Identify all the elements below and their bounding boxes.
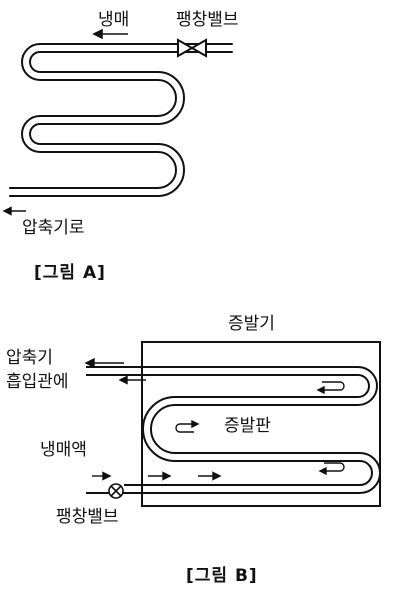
- liquid-inlet-arrow: [92, 471, 112, 481]
- figure-a-caption: [그림 A]: [34, 263, 106, 283]
- suction-line-label-1: 압축기: [6, 348, 53, 368]
- compressor-outlet-arrow: [2, 206, 26, 216]
- expansion-valve-b-icon: [108, 483, 124, 499]
- evaporator-label: 증발기: [228, 314, 275, 334]
- uturn-arrow-top: [316, 381, 345, 395]
- coil-tube-a: [9, 43, 233, 197]
- inlet-flow-arrow-1: [148, 471, 172, 481]
- return-flow-arrow: [118, 375, 146, 385]
- suction-outlet-arrow: [84, 357, 124, 369]
- inlet-flow-arrow-2: [198, 471, 222, 481]
- expansion-valve-label: 팽창밸브: [176, 10, 239, 30]
- refrigerant-flow-arrow: [92, 28, 128, 40]
- expansion-valve-icon: [177, 38, 207, 58]
- refrigerant-label: 냉매: [98, 10, 130, 30]
- evaporator-tube: [86, 366, 381, 494]
- compressor-label: 압축기로: [22, 218, 85, 238]
- suction-line-label-2: 흡입관에: [6, 372, 69, 392]
- evaporator-box: [141, 341, 381, 507]
- liquid-refrigerant-label: 냉매액: [40, 440, 87, 460]
- figure-b-caption: [그림 B]: [186, 566, 258, 586]
- uturn-arrow-bottom: [318, 462, 345, 476]
- uturn-arrow-middle: [175, 419, 200, 433]
- expansion-valve-b-label: 팽창밸브: [56, 507, 119, 527]
- plate-label: 증발판: [224, 416, 271, 436]
